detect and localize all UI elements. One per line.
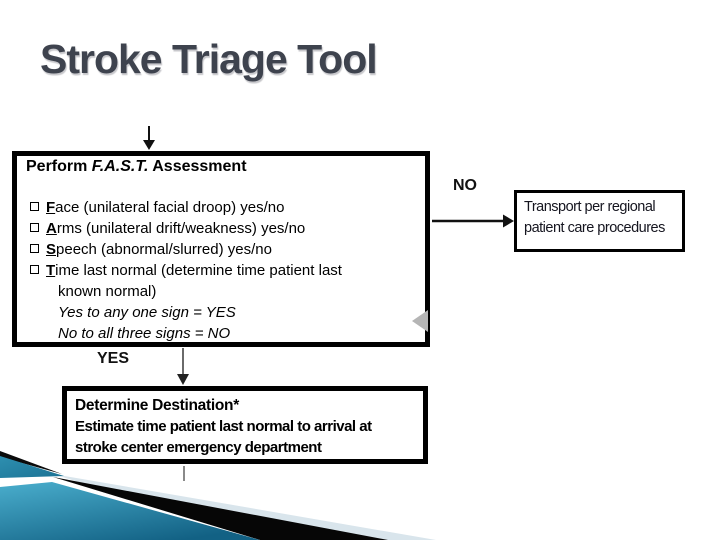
footer-ribbon-black [53, 477, 388, 540]
item-wrap-text: known normal) [58, 283, 157, 300]
checklist-item-text: Arms (unilateral drift/weakness) yes/no [46, 218, 305, 239]
item-lead-letter: S [46, 241, 57, 258]
entry-down-arrow-icon [143, 140, 155, 150]
yes-branch-label: YES [97, 350, 130, 367]
no-right-arrow-icon [503, 214, 514, 228]
fast-assessment-box: Perform F.A.S.T. Assessment Face (unilat… [12, 151, 430, 347]
fast-note-no: No to all three signs = NO [58, 325, 231, 342]
destination-line: Estimate time patient last normal to arr… [75, 418, 372, 435]
destination-box: Determine Destination* Estimate time pat… [62, 386, 428, 464]
destination-line: stroke center emergency department [75, 439, 322, 456]
checklist-item-text: Speech (abnormal/slurred) yes/no [46, 239, 272, 260]
fast-box-header: Perform F.A.S.T. Assessment [26, 158, 419, 176]
no-branch-label: NO [453, 177, 477, 194]
checkbox-icon [30, 223, 39, 232]
checklist-item-arms: Arms (unilateral drift/weakness) yes/no [26, 218, 419, 239]
checklist-item-text: Time last normal (determine time patient… [46, 260, 342, 302]
footer-ribbon-pale [53, 474, 436, 540]
item-rest-text: ime last normal (determine time patient … [55, 262, 342, 279]
transport-box: Transport per regional patient care proc… [514, 190, 685, 252]
fast-checklist: Face (unilateral facial droop) yes/no Ar… [26, 197, 419, 344]
transport-line: Transport per regional [524, 199, 656, 215]
fast-header-post: Assessment [148, 158, 247, 175]
footer-wedge-teal [0, 456, 64, 478]
footer-sliver-black [0, 451, 62, 474]
fast-note-yes: Yes to any one sign = YES [58, 304, 236, 321]
footer-ribbon-teal [0, 482, 260, 540]
fast-header-acronym: F.A.S.T. [91, 158, 149, 175]
slide-title: Stroke Triage Tool [40, 36, 378, 82]
checklist-item-time: Time last normal (determine time patient… [26, 260, 419, 302]
checklist-item-speech: Speech (abnormal/slurred) yes/no [26, 239, 419, 260]
checklist-item-face: Face (unilateral facial droop) yes/no [26, 197, 419, 218]
transport-line: patient care procedures [524, 220, 665, 236]
item-lead-letter: T [46, 262, 56, 279]
checklist-item-text: Face (unilateral facial droop) yes/no [46, 197, 284, 218]
fast-header-pre: Perform [26, 158, 92, 175]
checkbox-icon [30, 244, 39, 253]
destination-title: Determine Destination* [75, 397, 239, 414]
yes-down-arrow-icon [177, 374, 189, 385]
item-lead-letter: F [46, 199, 56, 216]
item-rest-text: ace (unilateral facial droop) yes/no [55, 199, 285, 216]
item-lead-letter: A [46, 220, 57, 237]
checkbox-icon [30, 265, 39, 274]
checkbox-icon [30, 202, 39, 211]
item-rest-text: peech (abnormal/slurred) yes/no [56, 241, 272, 258]
item-rest-text: rms (unilateral drift/weakness) yes/no [56, 220, 306, 237]
